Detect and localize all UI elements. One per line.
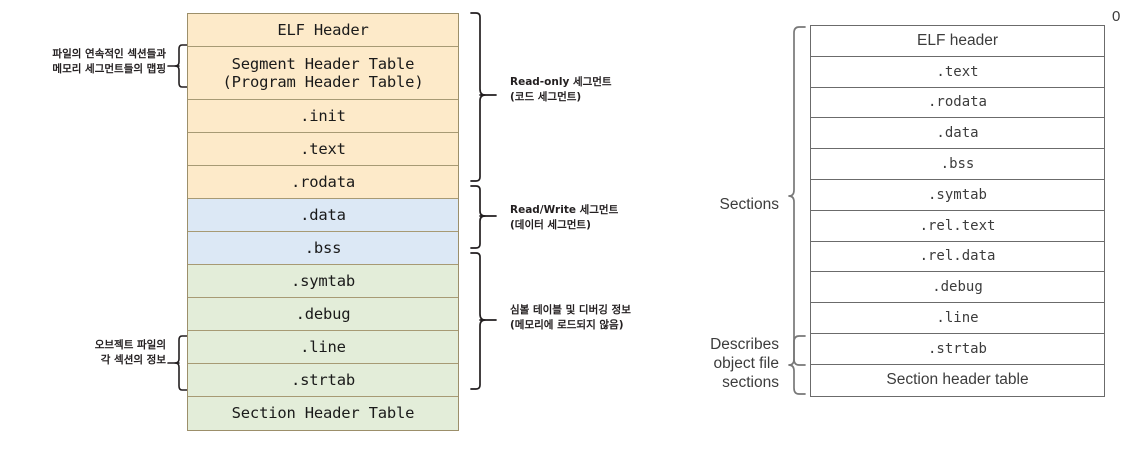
brace-sections [788,26,806,366]
relocatable-object-file-diagram: Sections Describes object file sections … [660,0,1134,452]
brace-describes-object-file-sections [788,335,806,395]
annotation-symbol-table-debug-info: 심볼 테이블 및 디버깅 정보 (메모리에 로드되지 않음) [510,304,631,332]
obj-row-rodata: .rodata [811,88,1104,119]
section-row-symtab: .symtab [188,265,458,298]
label-describes-object-file-sections: Describes object file sections [710,336,779,391]
section-row-line: .line [188,331,458,364]
brace-object-file-sections [167,335,190,391]
section-row-text: .text [188,133,458,166]
obj-row-line: .line [811,303,1104,334]
obj-row-text: .text [811,57,1104,88]
obj-row-symtab: .symtab [811,180,1104,211]
obj-row-bss: .bss [811,149,1104,180]
section-row-elf-header: ELF Header [188,14,458,47]
brace-segment-mapping [167,44,190,88]
section-row-bss: .bss [188,232,458,265]
annotation-read-write-segment: Read/Write 세그먼트 (데이터 세그먼트) [510,204,619,232]
section-row-rodata: .rodata [188,166,458,199]
obj-row-rel-text: .rel.text [811,211,1104,242]
obj-row-data: .data [811,118,1104,150]
annotation-read-only-segment: Read-only 세그먼트 (코드 세그먼트) [510,76,612,104]
obj-row-strtab: .strtab [811,334,1104,365]
section-row-segment-header-table: Segment Header Table (Program Header Tab… [188,47,458,100]
obj-row-rel-data: .rel.data [811,242,1104,273]
section-row-strtab: .strtab [188,364,458,397]
object-file-section-table: ELF header .text .rodata .data .bss .sym… [810,25,1105,397]
brace-read-write-segment [470,185,497,249]
offset-zero-label: 0 [1112,8,1121,25]
elf-section-table: ELF Header Segment Header Table (Program… [187,13,459,431]
section-row-debug: .debug [188,298,458,331]
section-row-init: .init [188,100,458,133]
brace-read-only-segment [470,12,497,182]
section-row-section-header-table: Section Header Table [188,397,458,430]
brace-symbol-debug-info [470,252,497,390]
obj-row-elf-header: ELF header [811,26,1104,57]
section-row-data: .data [188,199,458,232]
obj-row-debug: .debug [811,272,1104,304]
annotation-object-file-sections: 오브젝트 파일의 각 섹션의 정보 [94,339,166,367]
label-sections: Sections [719,196,779,213]
elf-file-layout-diagram: 파일의 연속적인 섹션들과 메모리 세그먼트들의 맵핑 오브젝트 파일의 각 섹… [52,12,631,431]
obj-row-section-header-table: Section header table [886,371,1029,389]
annotation-segment-mapping: 파일의 연속적인 섹션들과 메모리 세그먼트들의 맵핑 [52,48,166,76]
